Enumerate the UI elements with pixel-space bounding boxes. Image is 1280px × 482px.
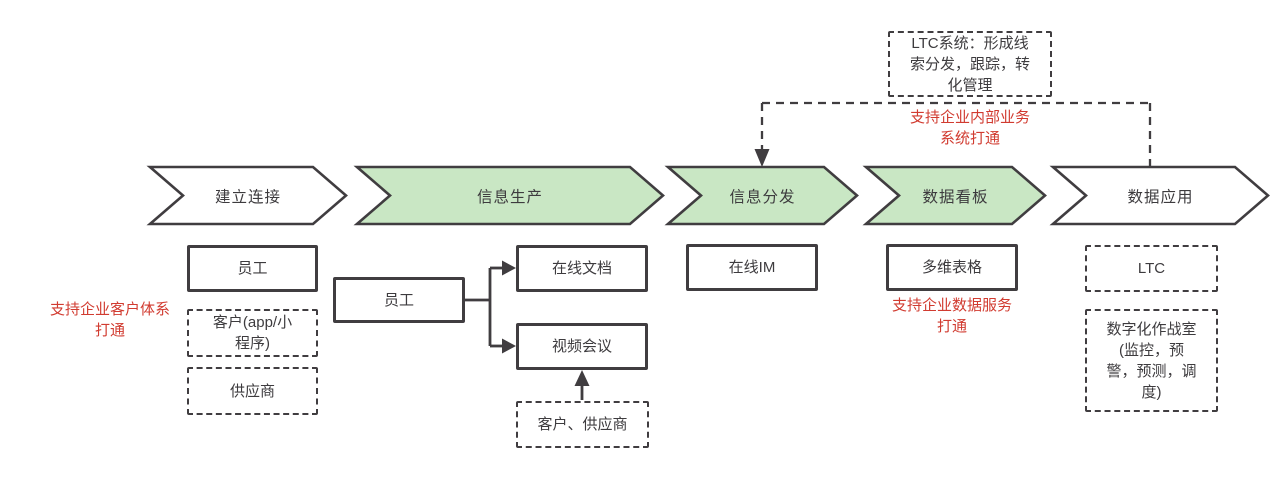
- box-online-im: 在线IM: [686, 244, 818, 291]
- box-online-docs: 在线文档: [516, 245, 648, 292]
- stage-label-data-application: 数据应用: [1127, 188, 1194, 206]
- stage-shape-info-production: [353, 165, 665, 226]
- box-ltc-system: LTC系统：形成线 索分发，跟踪，转 化管理: [888, 31, 1052, 97]
- box-employee-left: 员工: [187, 245, 318, 292]
- box-video-meeting: 视频会议: [516, 323, 648, 370]
- note-internal-system: 支持企业内部业务 系统打通: [909, 109, 1030, 147]
- box-employee-mid: 员工: [333, 277, 465, 323]
- arrowhead-into-online-docs: [502, 260, 516, 276]
- box-war-room: 数字化作战室 (监控，预 警，预测，调 度): [1085, 309, 1218, 412]
- box-supplier: 供应商: [187, 367, 318, 415]
- box-customer-app: 客户(app/小 程序): [187, 309, 318, 357]
- box-multi-table: 多维表格: [886, 244, 1018, 291]
- stage-label-data-dashboard: 数据看板: [922, 188, 989, 206]
- note-data-service: 支持企业数据服务 打通: [891, 297, 1012, 335]
- ltc-dashed-connector: [760, 101, 1152, 166]
- stage-shape-info-distribution: [664, 165, 859, 226]
- box-customer-supplier: 客户、供应商: [516, 401, 649, 448]
- stage-label-info-distribution: 信息分发: [729, 188, 796, 206]
- note-customer-system: 支持企业客户体系 打通: [49, 301, 170, 339]
- stage-label-establish-connection: 建立连接: [214, 188, 281, 206]
- arrowhead-into-video-meeting: [502, 338, 516, 354]
- stage-shape-establish-connection: [146, 165, 348, 226]
- stage-shape-data-dashboard: [862, 165, 1047, 226]
- box-ltc: LTC: [1085, 245, 1218, 292]
- arrowhead-into-video-meeting-bottom: [574, 370, 590, 386]
- employee-split-connector: [465, 266, 503, 348]
- stage-label-info-production: 信息生产: [476, 188, 543, 206]
- arrowhead-into-info-distribution: [754, 149, 770, 167]
- stage-shape-data-application: [1049, 165, 1270, 226]
